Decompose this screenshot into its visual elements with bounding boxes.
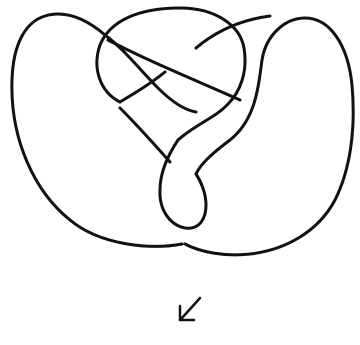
knot-strand-left-lobe [12,14,196,246]
knot-strand-diagonal-over [108,40,240,100]
arrow-icon [180,298,200,320]
knot-diagram [12,8,353,255]
knot-strand-top-right [196,16,270,48]
knot-strand-descending [120,108,170,162]
knot-strand-top-loop [97,8,245,140]
knot-strand-lower-twist [160,140,206,228]
knot-strand-right-lobe [185,18,353,255]
arrow-shaft [182,298,200,318]
